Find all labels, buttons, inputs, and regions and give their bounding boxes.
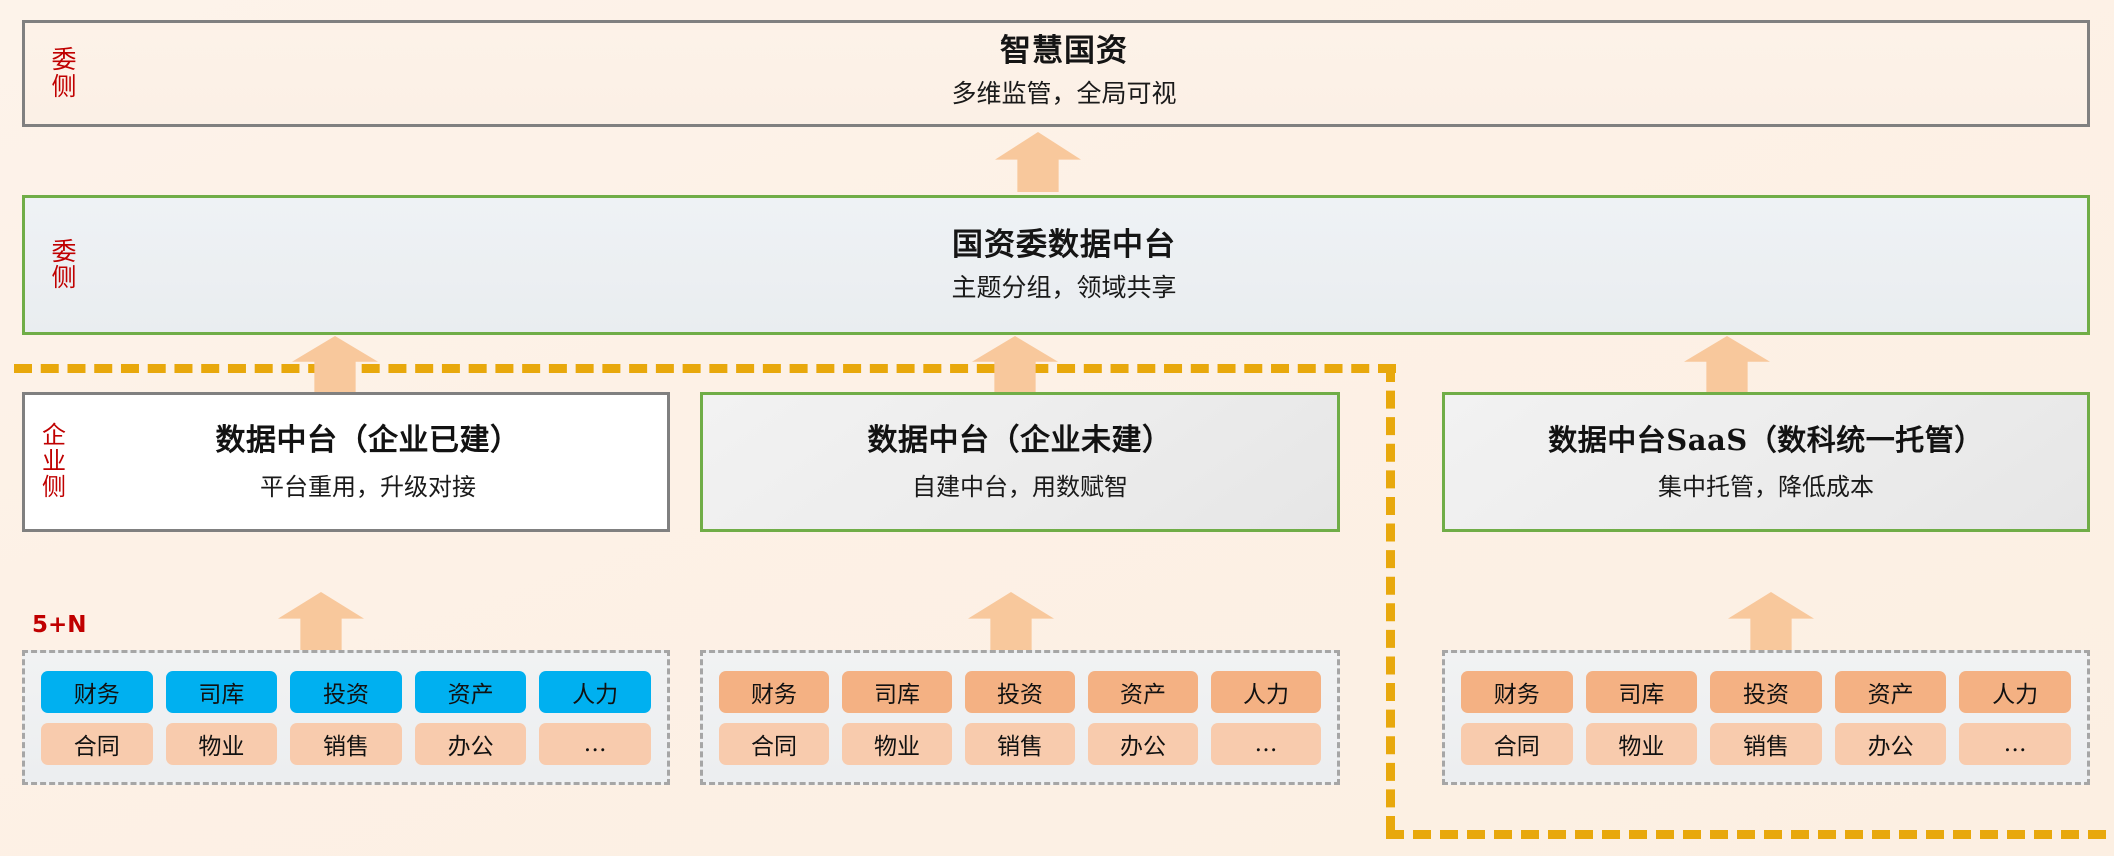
enterprise-side-label: 企业侧 [42,421,66,501]
chip-row: 合同物业销售办公 … [41,722,651,765]
chip-more[interactable]: … [1959,722,2071,765]
chip-row: 合同物业销售办公 … [1461,722,2071,765]
arrow-chips3-to-saas [1728,592,1814,650]
chip-人力[interactable]: 人力 [539,670,651,713]
chip-资产[interactable]: 资产 [1834,670,1947,713]
box-data-platform-saas[interactable]: 数据中台SaaS（数科统一托管） 集中托管，降低成本 [1442,392,2090,532]
box-saas-subtitle: 集中托管，降低成本 [1658,472,1874,501]
chip-投资[interactable]: 投资 [1710,670,1822,713]
chip-司库[interactable]: 司库 [842,670,952,713]
arrow-saas-to-center [1684,336,1770,392]
box-unbuilt-title: 数据中台（企业未建） [867,422,1173,458]
chip-row: 财务司库投资资产人力 [719,670,1321,713]
box-built-subtitle: 平台重用，升级对接 [260,473,476,502]
orange-dashed-boundary-right [1386,364,1395,834]
box-built-title: 数据中台（企业已建） [215,422,521,458]
chip-more[interactable]: … [1211,722,1321,765]
chip-合同[interactable]: 合同 [719,722,829,765]
chip-销售[interactable]: 销售 [1710,722,1822,765]
chip-财务[interactable]: 财务 [41,670,153,713]
chip-物业[interactable]: 物业 [165,722,278,765]
band-sasac-data-platform[interactable]: 委侧 国资委数据中台 主题分组，领域共享 [22,195,2090,335]
chip-投资[interactable]: 投资 [965,670,1075,713]
tag-5-plus-n: 5+N [32,612,87,638]
chip-row: 财务司库投资资产人力 [41,670,651,713]
chip-资产[interactable]: 资产 [414,670,527,713]
chip-group-unbuilt[interactable]: 财务司库投资资产人力合同物业销售办公… [700,650,1340,785]
chip-more[interactable]: … [539,722,651,765]
band-mid-side-label: 委侧 [51,236,77,292]
chip-财务[interactable]: 财务 [719,670,829,713]
band-mid-title: 国资委数据中台 [952,226,1176,263]
chip-row: 财务司库投资资产人力 [1461,670,2071,713]
chip-办公[interactable]: 办公 [1088,722,1198,765]
chip-财务[interactable]: 财务 [1461,670,1573,713]
band-top-title: 智慧国资 [1000,33,1128,70]
band-top-subtitle: 多维监管，全局可视 [951,79,1177,108]
chip-办公[interactable]: 办公 [1834,722,1947,765]
chip-司库[interactable]: 司库 [1585,670,1698,713]
band-mid-subtitle: 主题分组，领域共享 [951,272,1177,302]
chip-合同[interactable]: 合同 [1461,722,1573,765]
box-unbuilt-subtitle: 自建中台，用数赋智 [912,473,1128,502]
band-smart-state-assets[interactable]: 委侧 智慧国资 多维监管，全局可视 [22,20,2090,127]
chip-司库[interactable]: 司库 [165,670,278,713]
band-mid-body: 国资委数据中台 主题分组，领域共享 [81,226,2087,305]
chip-办公[interactable]: 办公 [414,722,527,765]
band-top-body: 智慧国资 多维监管，全局可视 [81,32,2087,115]
chip-合同[interactable]: 合同 [41,722,153,765]
chip-人力[interactable]: 人力 [1959,670,2071,713]
chip-row: 合同物业销售办公 … [719,722,1321,765]
chip-物业[interactable]: 物业 [842,722,952,765]
chip-资产[interactable]: 资产 [1088,670,1198,713]
chip-投资[interactable]: 投资 [290,670,402,713]
arrow-to-smart-assets [995,132,1081,192]
arrow-chips1-to-built [278,592,364,650]
box-data-platform-built[interactable]: 企业侧 数据中台（企业已建） 平台重用，升级对接 [22,392,670,532]
band-top-side-label: 委侧 [51,45,77,101]
box-saas-title: 数据中台SaaS（数科统一托管） [1548,423,1984,458]
arrow-chips2-to-unbuilt [968,592,1054,650]
chip-人力[interactable]: 人力 [1211,670,1321,713]
chip-销售[interactable]: 销售 [965,722,1075,765]
orange-dashed-boundary-bottom [1386,830,2106,839]
chip-销售[interactable]: 销售 [290,722,402,765]
chip-物业[interactable]: 物业 [1585,722,1698,765]
box-data-platform-unbuilt[interactable]: 数据中台（企业未建） 自建中台，用数赋智 [700,392,1340,532]
chip-group-saas[interactable]: 财务司库投资资产人力合同物业销售办公… [1442,650,2090,785]
orange-dashed-boundary-top [14,364,1396,373]
box-saas-body: 数据中台SaaS（数科统一托管） 集中托管，降低成本 [1445,422,2087,501]
box-unbuilt-body: 数据中台（企业未建） 自建中台，用数赋智 [703,422,1337,503]
box-built-body: 数据中台（企业已建） 平台重用，升级对接 [69,422,667,503]
chip-group-built[interactable]: 财务司库投资资产人力合同物业销售办公… [22,650,670,785]
